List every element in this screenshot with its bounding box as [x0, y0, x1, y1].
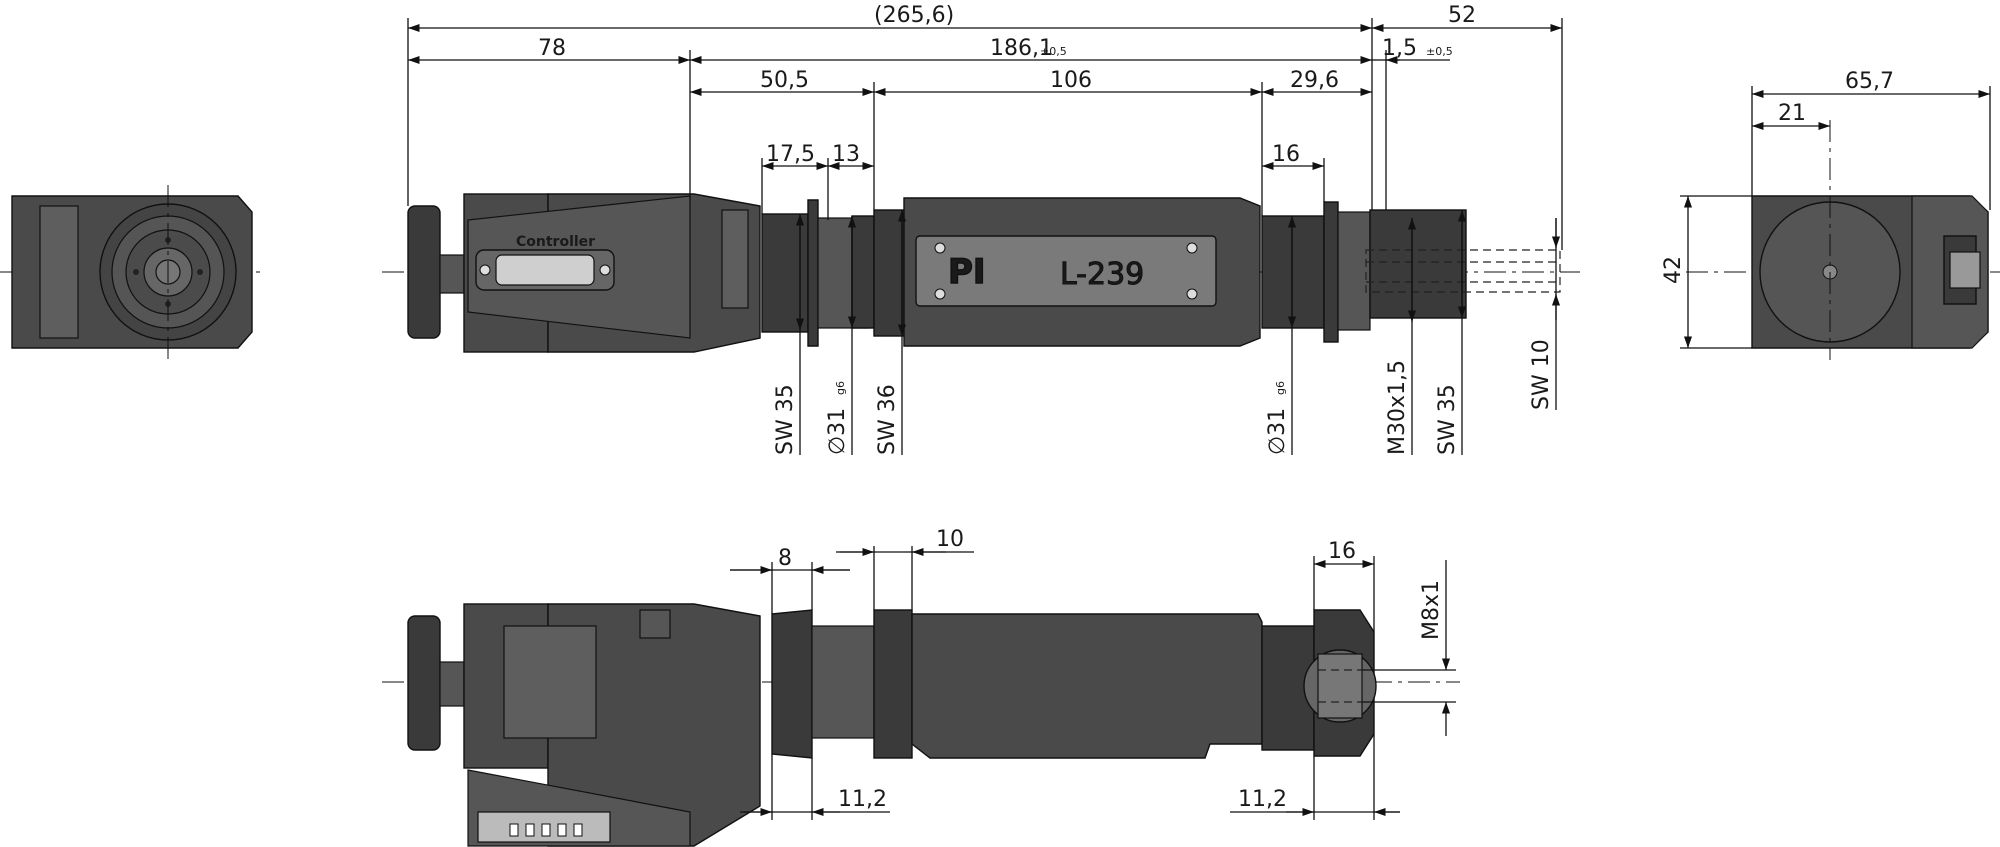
dim-sw36: SW 36 — [875, 384, 900, 455]
dim-body-length: 186,1 — [990, 36, 1053, 61]
dim-motor-section: 78 — [538, 36, 566, 61]
dim-sw10: SW 10 — [1529, 339, 1554, 410]
dim-sw35-left: SW 35 — [773, 384, 798, 455]
dim-sw35-right: SW 35 — [1435, 384, 1460, 455]
dim-flange-a: 17,5 — [766, 142, 815, 167]
connector-label: Controller — [516, 234, 595, 250]
dim-end-width: 65,7 — [1845, 69, 1894, 94]
dim-dia31-right-fit: g6 — [1274, 381, 1287, 395]
dim-dia31-right: ∅31 — [1265, 408, 1290, 455]
dim-rear-section: 29,6 — [1290, 68, 1339, 93]
dim-thread-m8: M8x1 — [1419, 580, 1444, 640]
dimensions-right: 65,7 21 42 — [1661, 69, 1991, 349]
dim-bottom-11-2-left: 11,2 — [838, 787, 887, 812]
right-end-view — [1686, 120, 2000, 360]
dim-end-height: 42 — [1661, 256, 1686, 284]
bottom-view — [382, 603, 1460, 847]
dim-tip-tol: ±0,5 — [1426, 45, 1453, 58]
dim-body-tol: ±0,5 — [1040, 45, 1067, 58]
main-side-view: Controller PI L-239 — [382, 193, 1580, 353]
dim-bottom-11-2-right: 11,2 — [1238, 787, 1287, 812]
dim-front-section: 50,5 — [760, 68, 809, 93]
dim-travel-end: 52 — [1448, 3, 1476, 28]
left-end-view — [0, 185, 262, 360]
nameplate — [915, 235, 1217, 307]
dim-bottom-8: 8 — [778, 546, 792, 571]
dim-total-length: (265,6) — [874, 3, 954, 28]
dim-tip-offset: 1,5 — [1382, 36, 1417, 61]
dimensions-top: (265,6) 52 78 186,1 ±0,5 1,5 ±0,5 50,5 1… — [407, 3, 1563, 455]
dim-dia31-left-fit: g6 — [834, 381, 847, 395]
dim-bottom-10: 10 — [936, 527, 964, 552]
model-label: L-239 — [1060, 257, 1144, 292]
dim-nut-width: 16 — [1272, 142, 1300, 167]
dimensions-bottom: 8 10 16 M8x1 11,2 11,2 — [730, 527, 1456, 820]
dim-flange-b: 13 — [832, 142, 860, 167]
dim-end-offset: 21 — [1778, 101, 1806, 126]
dim-thread-m30: M30x1,5 — [1385, 360, 1410, 455]
dim-main-tube: 106 — [1050, 68, 1092, 93]
dim-dia31-left: ∅31 — [825, 408, 850, 455]
dim-bottom-16: 16 — [1328, 539, 1356, 564]
pi-logo: PI — [948, 252, 986, 292]
